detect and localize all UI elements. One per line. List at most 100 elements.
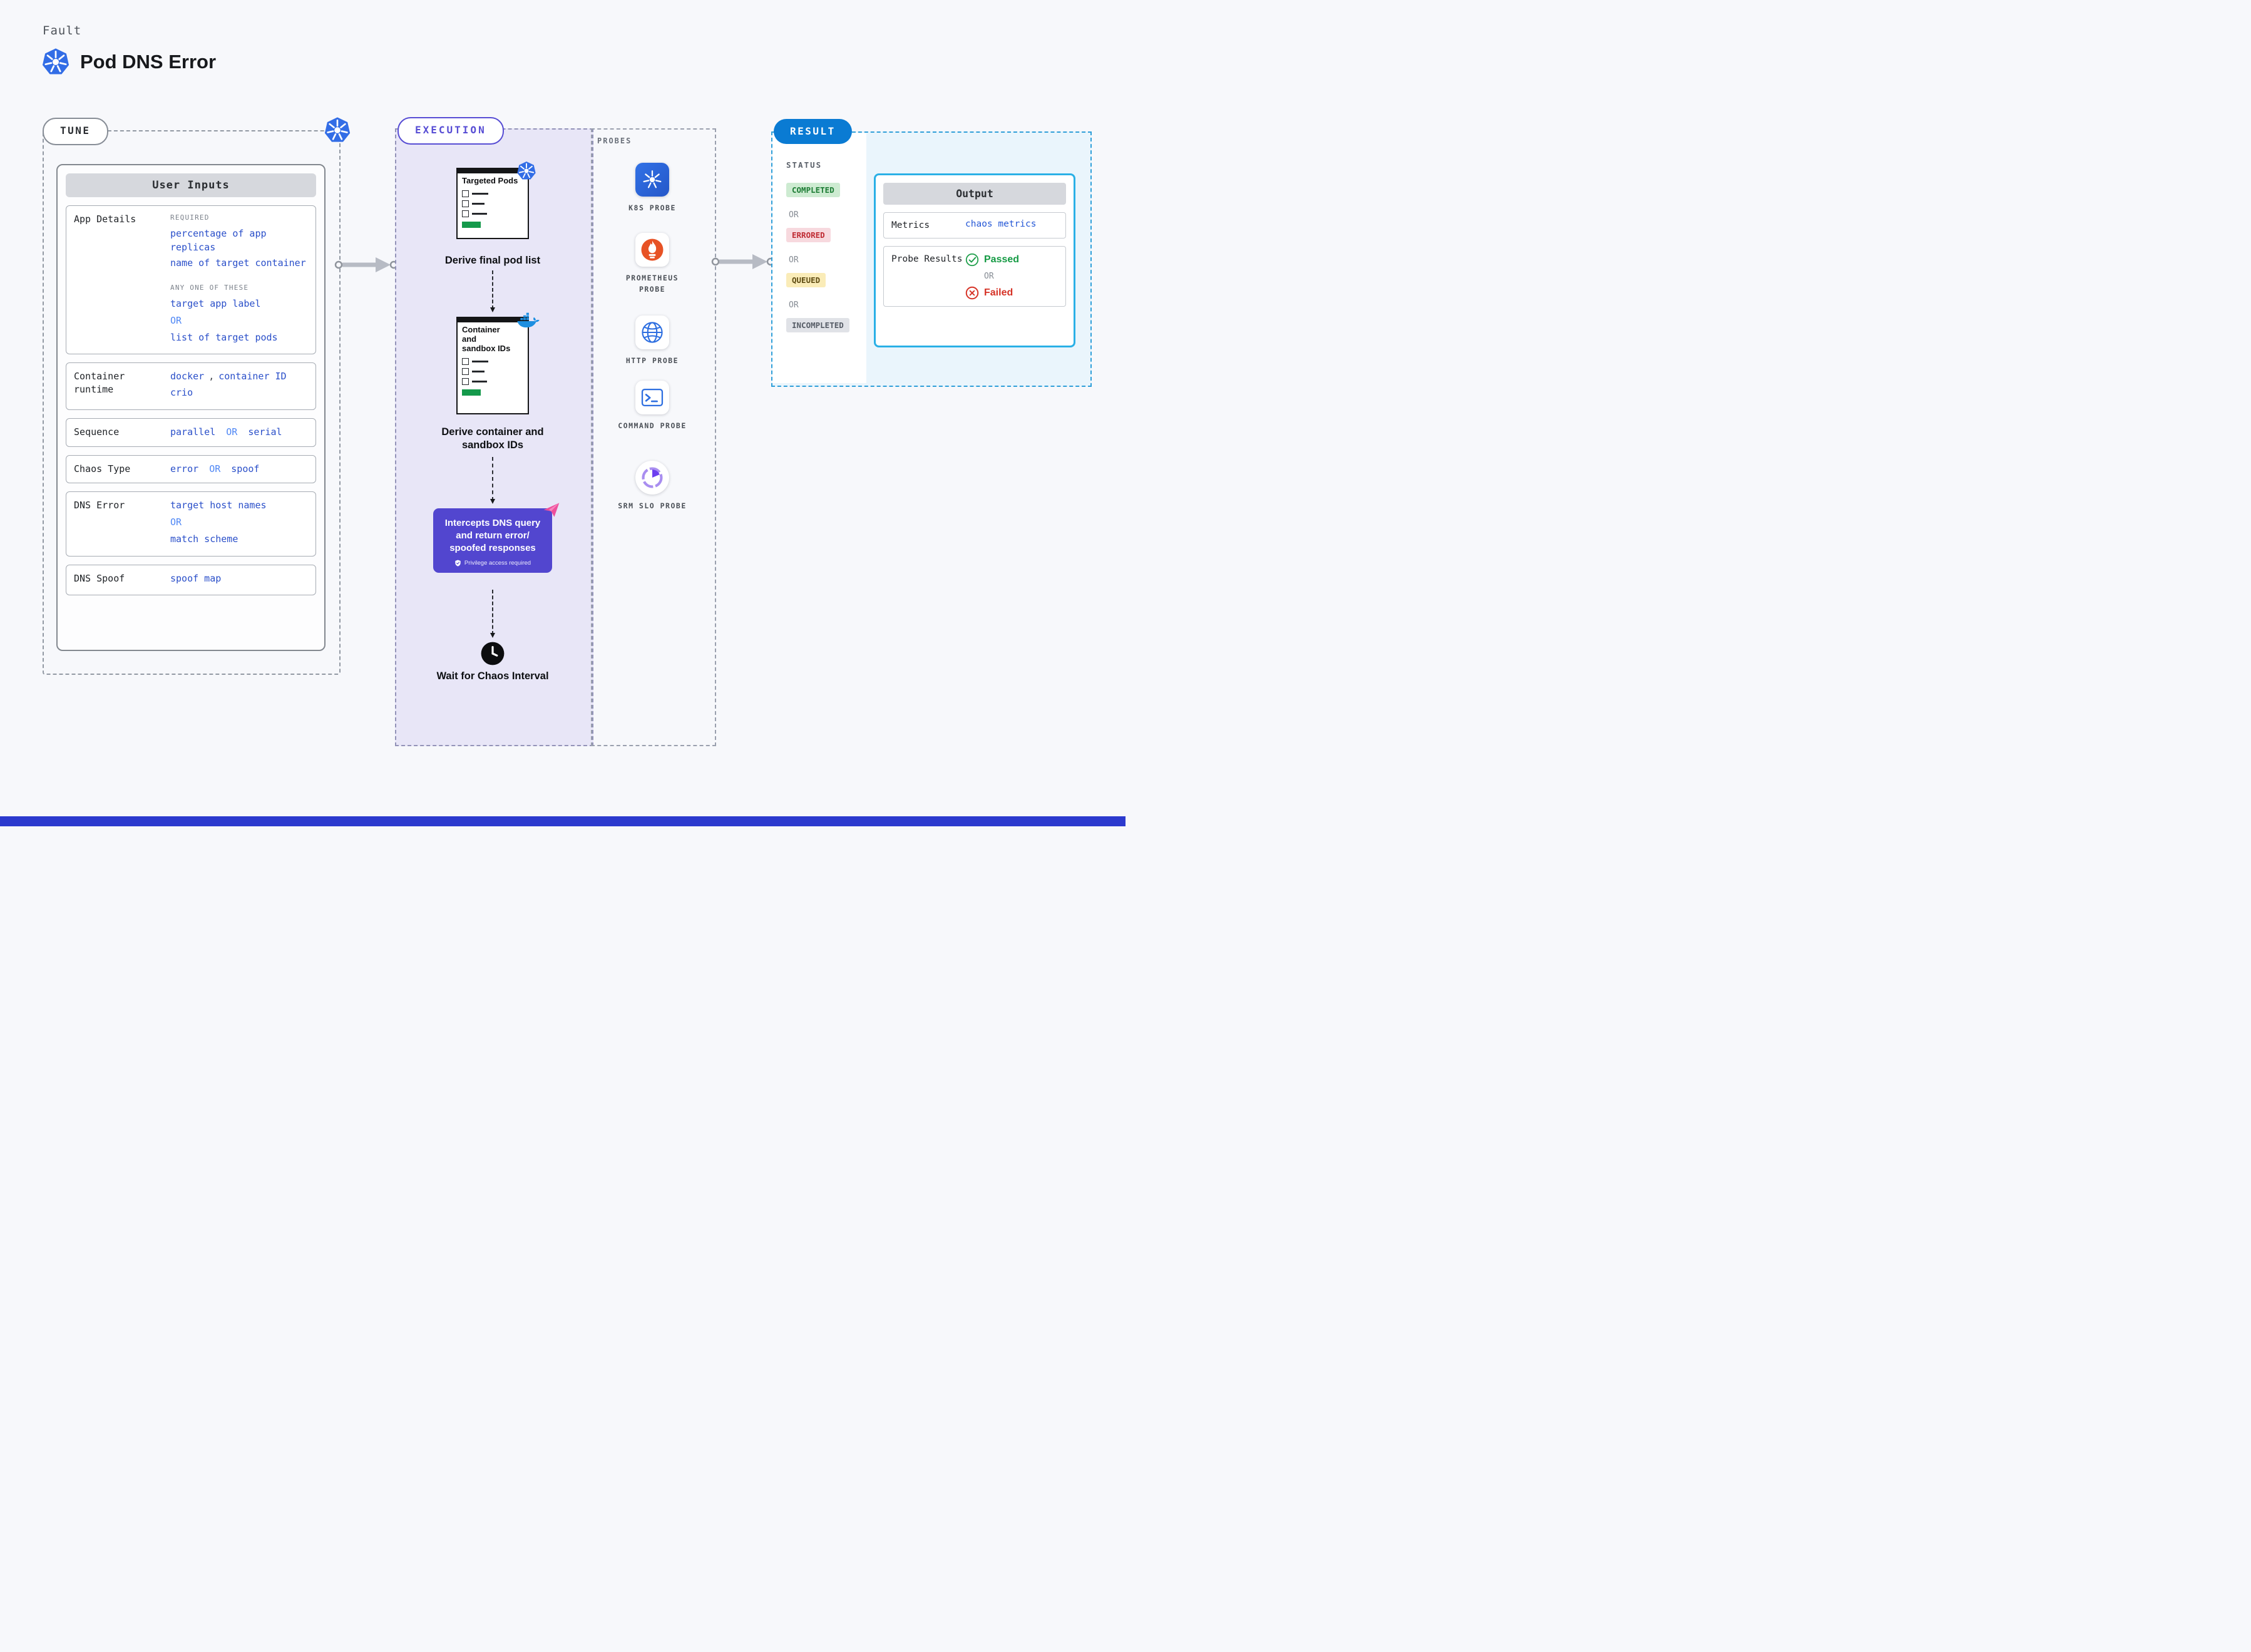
result-pill: RESULT [774,119,852,144]
value: crio [170,387,193,399]
value: spoof map [170,572,222,584]
value: serial [248,426,282,438]
value: match scheme [170,533,238,545]
probe-results-label: Probe Results [891,254,963,265]
footer-bar [0,816,1126,826]
row-dns-error: DNS Error target host names OR match sch… [66,491,316,557]
intercept-text: Intercepts DNS query and return error/ s… [444,518,541,553]
failed-text: Failed [984,287,1013,299]
metrics-row: Metrics chaos metrics [883,212,1066,239]
flow-arrow [490,270,495,312]
doc-title: Container and sandbox IDs [462,325,511,353]
row-label: DNS Error [74,500,125,511]
checkbox-icon [462,357,469,365]
kubernetes-badge-icon [516,161,536,181]
metrics-label: Metrics [891,220,930,230]
probe-label-prometheus: PROMETHEUS PROBE [625,274,679,294]
probe-label-srm-slo: SRM SLO PROBE [618,501,687,510]
checkbox-icon [462,377,469,385]
text-line [472,192,488,195]
status-badge-completed: COMPLETED [786,183,840,197]
http-probe-icon [635,316,669,349]
value: target host names [170,500,267,511]
row-container-runtime: Container runtime docker,container ID cr… [66,362,316,410]
spacer [170,273,308,283]
page-header: Pod DNS Error [41,48,216,76]
spoof-icon [543,501,560,518]
privilege-text: Privilege access required [464,560,531,567]
shield-icon [454,560,461,567]
intercept-dns-box: Intercepts DNS query and return error/ s… [433,508,552,573]
srm-slo-probe-icon [635,461,669,495]
status-badge-errored: ERRORED [786,228,831,242]
progress-bar [462,221,481,228]
or-separator: OR [170,314,182,326]
or-separator: OR [789,300,799,310]
or-separator: OR [209,463,221,475]
value: docker [170,371,205,382]
row-label: Chaos Type [74,463,131,475]
checkbox-icon [462,210,469,217]
doc-list-row [462,377,523,385]
probe-label-k8s: K8S PROBE [628,203,676,212]
prometheus-flame-icon [640,238,664,262]
row-app-details: App Details REQUIRED percentage of app r… [66,205,316,355]
passed-line: Passed [965,253,1019,267]
terminal-icon [640,386,664,409]
text-line [472,380,487,382]
separator: , [208,371,215,382]
probe-label-http: HTTP PROBE [625,356,679,365]
targeted-pods-doc: Targeted Pods [456,168,529,239]
or-separator: OR [984,272,994,282]
row-sequence: Sequence parallel OR serial [66,418,316,447]
row-dns-spoof: DNS Spoof spoof map [66,564,316,596]
status-badge-queued: QUEUED [786,273,826,287]
row-label: Sequence [74,426,120,438]
row-label: DNS Spoof [74,572,125,584]
privilege-note: Privilege access required [441,560,545,567]
diagram-canvas: Fault Pod DNS Error TUNE User Inputs App… [0,0,1126,826]
doc-list-row [462,210,523,217]
or-separator: OR [170,516,182,528]
execution-pill: EXECUTION [397,117,504,145]
text-line [472,370,485,372]
step-wait-chaos-interval: Wait for Chaos Interval [436,670,549,682]
value-line: docker,container ID [170,370,308,384]
checkbox-icon [462,367,469,375]
checkbox-icon [462,190,469,197]
tune-section-border [43,130,341,675]
doc-list-row [462,200,523,207]
row-chaos-type: Chaos Type error OR spoof [66,454,316,484]
value: error [170,463,199,475]
required-caption: REQUIRED [170,213,210,222]
docker-badge-icon [516,311,540,330]
metrics-value: chaos metrics [965,219,1037,229]
checkbox-icon [462,200,469,207]
step-derive-pod-list: Derive final pod list [444,255,541,266]
doc-list-row [462,190,523,197]
page-title: Pod DNS Error [80,51,217,73]
progress-bar [462,389,481,396]
or-separator: OR [789,210,799,220]
or-separator: OR [226,426,238,438]
check-circle-icon [965,253,979,267]
doc-list-row [462,357,523,365]
row-label: App Details [74,213,136,225]
clock-icon [480,641,505,666]
prometheus-probe-icon [635,233,669,267]
value: parallel [170,426,216,438]
flow-arrow [490,590,495,638]
probe-results-row: Probe Results Passed OR Failed [883,246,1066,307]
k8s-probe-icon [635,163,669,197]
tune-pill: TUNE [43,118,108,145]
user-inputs-card: User Inputs App Details REQUIRED percent… [56,164,326,651]
output-header: Output [883,183,1066,205]
doc-list-row [462,367,523,375]
value: list of target pods [170,331,278,343]
text-line [472,360,488,362]
flow-arrow [490,457,495,504]
step-derive-container-ids: Derive container and sandbox IDs [441,426,544,451]
arrow-tune-to-execution [334,257,398,272]
command-probe-icon [635,381,669,414]
pie-chart-icon [640,466,664,490]
